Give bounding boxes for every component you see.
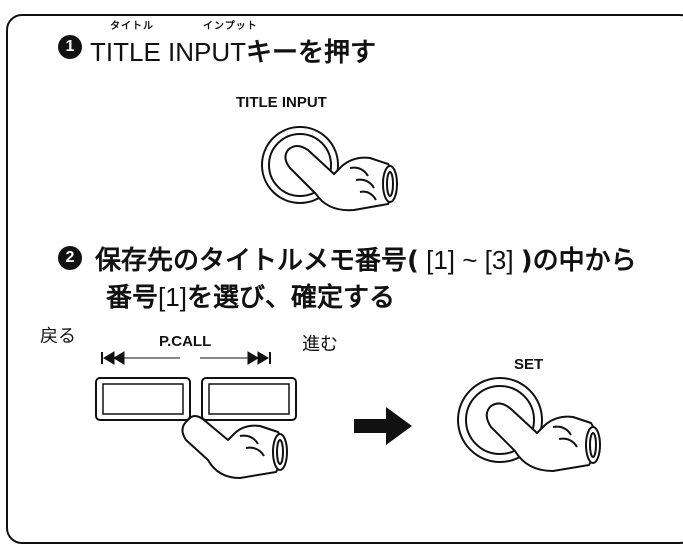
step-1-number: 1 [58, 35, 82, 59]
previous-button[interactable] [95, 377, 191, 421]
step-2-line1-b: [1] ~ [3] [418, 245, 521, 275]
title-input-button-label: TITLE INPUT [236, 94, 327, 111]
step-2-number: 2 [58, 246, 82, 270]
step-1-key-text: TITLE INPUT [90, 37, 247, 67]
pcall-buttons-diagram [95, 351, 297, 479]
step-2-heading-line-1: 保存先のタイトルメモ番号( [1] ~ [3] )の中から [95, 240, 637, 277]
pointing-hand-icon [284, 145, 398, 212]
step-2-line2-a: 番号 [106, 283, 159, 313]
next-icon [200, 351, 271, 365]
set-button-press [457, 377, 601, 472]
previous-icon [101, 351, 180, 365]
step-2-heading-line-2: 番号[1]を選び、確定する [106, 277, 395, 314]
step-2-line1-c: )の中から [520, 246, 637, 276]
step-2-line2-b: [1] [158, 282, 187, 312]
ruby-input: インプット [203, 21, 258, 32]
right-arrow-icon [354, 407, 412, 445]
step-1-action-text: キーを押す [246, 38, 377, 68]
step-2-line1-a: 保存先のタイトルメモ番号( [95, 246, 419, 276]
set-label: SET [514, 356, 544, 373]
back-label: 戻る [40, 326, 76, 347]
title-input-button-press [261, 126, 398, 212]
step-2-line2-c: を選び、確定する [186, 283, 395, 313]
step-1-heading: TITLE INPUTキーを押す [90, 32, 376, 69]
next-button[interactable] [201, 377, 297, 421]
forward-label: 進む [302, 334, 338, 355]
pointing-hand-icon [485, 402, 601, 472]
pcall-label: P.CALL [159, 333, 212, 350]
pointing-hand-icon [181, 415, 288, 479]
ruby-title: タイトル [110, 21, 154, 32]
